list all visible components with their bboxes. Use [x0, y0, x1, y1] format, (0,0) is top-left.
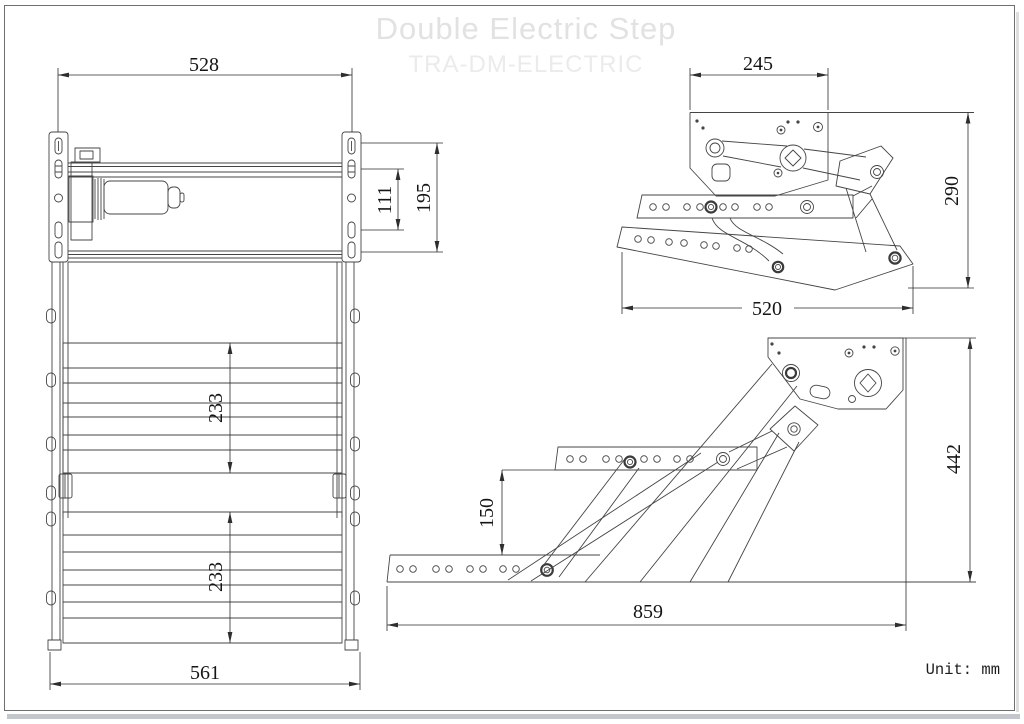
- dim-bottom-width: 561: [190, 662, 220, 684]
- lower-step-tread: [62, 511, 343, 644]
- extended-view-geometry: [386, 337, 976, 583]
- extended-view-dimensions: 150 442 859: [386, 337, 976, 631]
- folded-view-dimensions: 245 290 520: [621, 53, 974, 320]
- dim-slot-span-inner: 111: [374, 186, 396, 215]
- dim-step1-depth: 233: [205, 393, 227, 423]
- dim-extended-reach: 859: [633, 601, 663, 623]
- sheet-border: [4, 5, 1020, 719]
- dim-step-rise: 150: [476, 498, 498, 528]
- dim-folded-height: 290: [941, 176, 963, 206]
- dim-slot-span-outer: 195: [413, 183, 435, 213]
- unit-label: Unit: mm: [925, 661, 1000, 679]
- dim-folded-length: 520: [752, 298, 782, 320]
- side-view-extended: 150 442 859: [386, 337, 976, 631]
- dim-step2-depth: 233: [205, 562, 227, 592]
- upper-step-tread: [62, 342, 343, 474]
- drive-motor: [68, 161, 185, 241]
- dim-extended-height: 442: [943, 444, 965, 474]
- folded-view-geometry: [616, 112, 974, 291]
- front-view-dimensions: 528 111 195 233 233 561: [49, 54, 443, 690]
- side-view-folded: 245 290 520: [616, 53, 974, 320]
- front-view-geometry: [46, 131, 362, 651]
- front-view: 528 111 195 233 233 561: [46, 54, 443, 690]
- dim-top-width: 528: [189, 54, 219, 76]
- dim-mount-width: 245: [743, 53, 773, 75]
